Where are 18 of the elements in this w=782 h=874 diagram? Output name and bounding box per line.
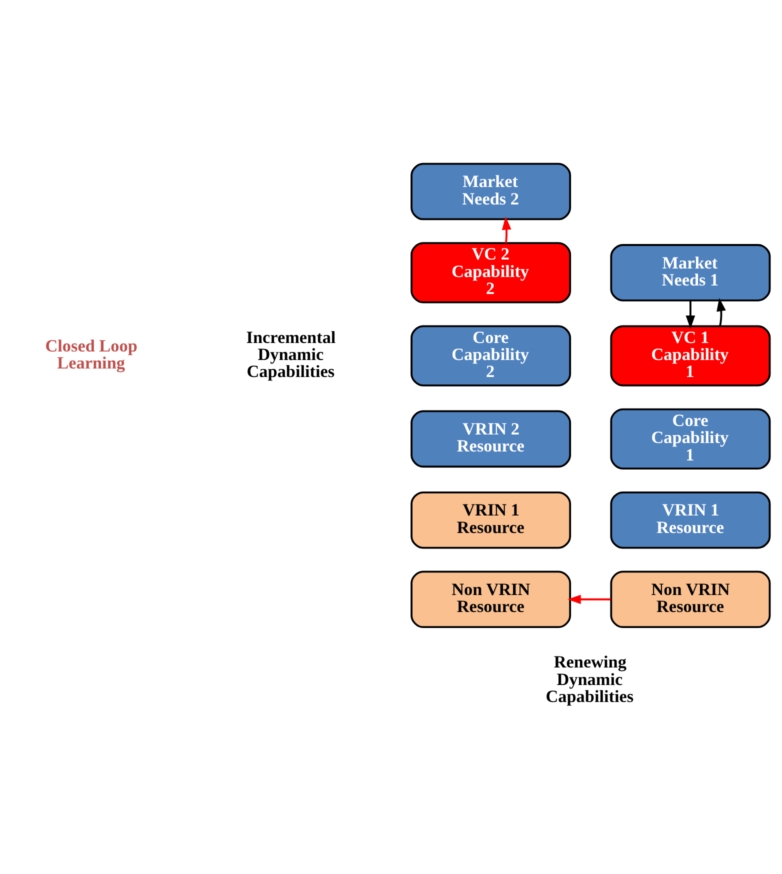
node-box: VC 2 Capability 2 <box>410 242 572 304</box>
arrow <box>567 594 611 604</box>
arrow <box>502 216 512 244</box>
node-box: Market Needs 1 <box>610 244 771 302</box>
node-box: VRIN 2 Resource <box>410 410 572 468</box>
node-box: Core Capability 1 <box>610 408 771 470</box>
arrow <box>716 298 726 326</box>
node-box: Core Capability 2 <box>410 325 572 386</box>
arrow <box>686 300 696 329</box>
node-box: Non VRIN Resource <box>610 570 771 628</box>
label: Closed Loop Learning <box>45 336 138 373</box>
node-box: VC 1 Capability 1 <box>610 325 771 386</box>
node-box: Non VRIN Resource <box>410 570 572 628</box>
node-box: VRIN 1 Resource <box>610 491 771 549</box>
node-box: VRIN 1 Resource <box>410 491 572 549</box>
label: Renewing Dynamic Capabilities <box>546 652 634 706</box>
node-box: Market Needs 2 <box>410 162 572 220</box>
label: Incremental Dynamic Capabilities <box>246 328 336 382</box>
